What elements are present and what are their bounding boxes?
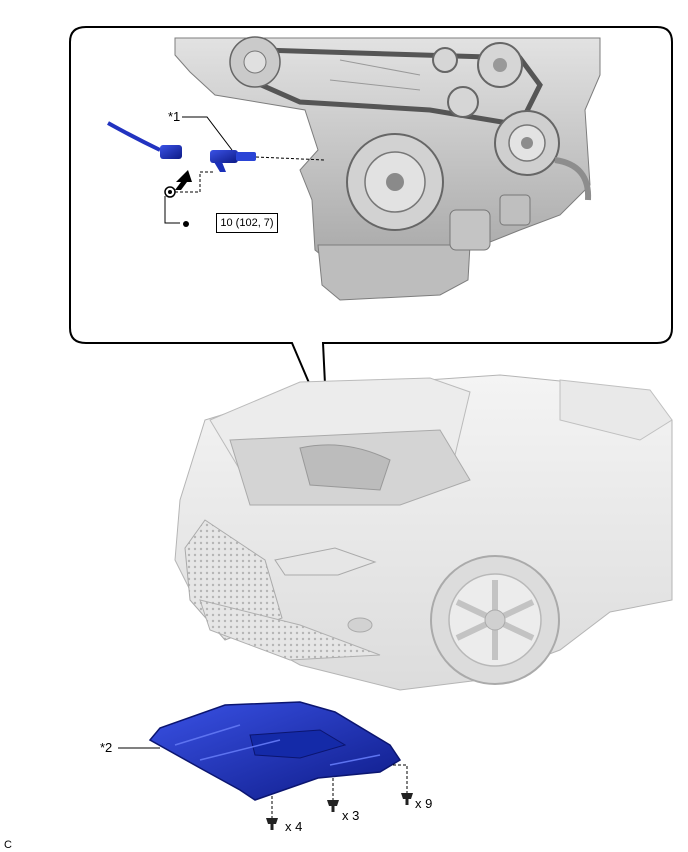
torque-spec-box: 10 (102, 7) (216, 213, 278, 233)
part-label-2: *2 (100, 740, 112, 755)
bolt-count-b: x 3 (342, 808, 359, 823)
sensor-harness-connector (107, 121, 182, 159)
crankshaft-sensor-icon (210, 150, 256, 172)
engine-closeup (174, 36, 601, 301)
clip-count-c: x 9 (415, 796, 432, 811)
figure-letter: C (4, 839, 12, 851)
bolt-icon-b (327, 778, 339, 812)
engine-under-cover (148, 701, 402, 801)
sensor-bolt-icon (164, 186, 176, 198)
vehicle (174, 374, 673, 691)
clip-icon-c (393, 764, 413, 805)
bolt-icon-a (266, 796, 278, 830)
bolt-count-a: x 4 (285, 819, 302, 834)
leader-lines (164, 116, 326, 224)
part-label-1: *1 (168, 109, 180, 124)
installation-arrow-icon (175, 170, 192, 190)
filled-circle-icon (183, 221, 189, 227)
